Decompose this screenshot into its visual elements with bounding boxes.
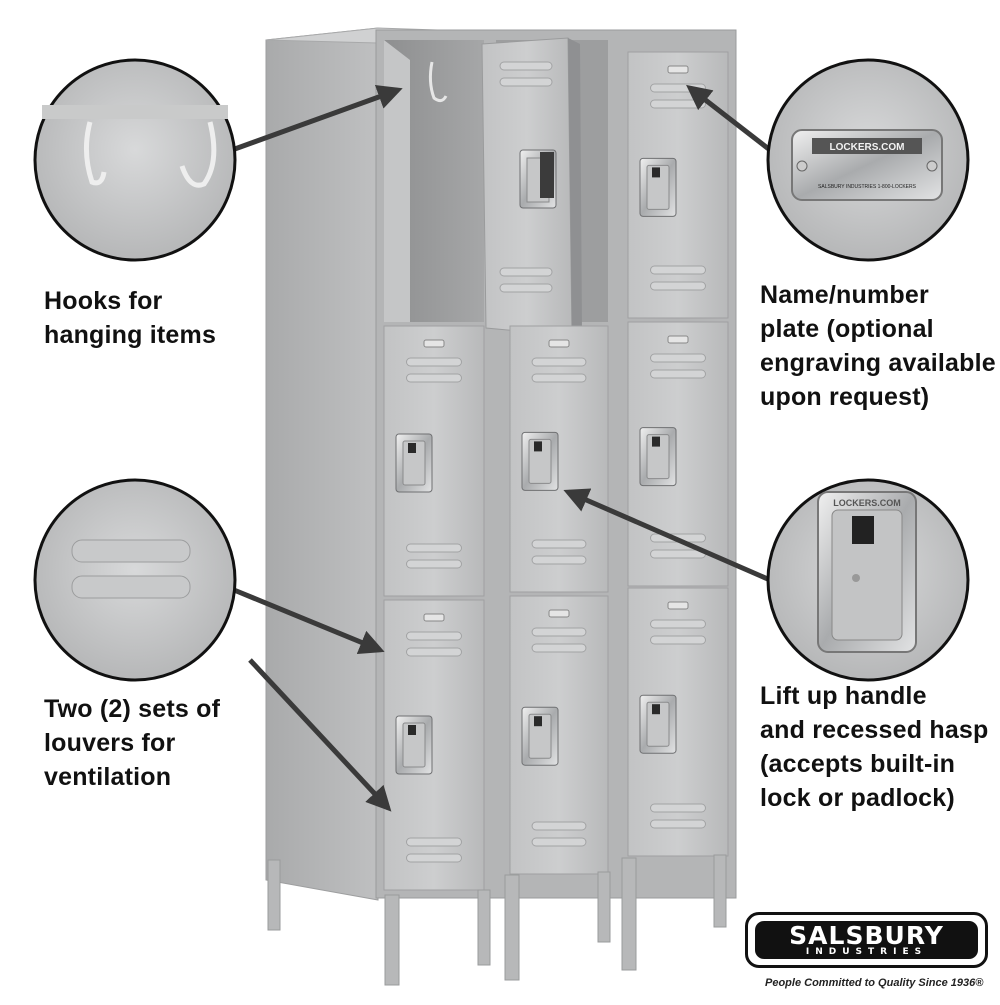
inset-handle: LOCKERS.COM xyxy=(766,478,970,682)
louver-icon xyxy=(650,549,706,559)
louver-icon xyxy=(499,283,553,293)
hasp-icon xyxy=(652,436,660,447)
callout-hooks: Hooks for hanging items xyxy=(44,287,217,349)
hasp-icon xyxy=(534,441,542,452)
name-plate-icon xyxy=(423,613,445,622)
plate-top-text: LOCKERS.COM xyxy=(830,142,905,153)
louver-icon xyxy=(406,853,462,863)
locker-legs xyxy=(267,854,727,986)
louver-icon xyxy=(499,267,553,277)
louver-icon xyxy=(499,61,553,71)
hasp-icon xyxy=(652,167,660,178)
louver-icon xyxy=(650,281,706,291)
arrow-louvers-1 xyxy=(233,587,385,654)
compartment-side-wall xyxy=(384,40,410,322)
callout-plate: Name/number plate (optional engraving av… xyxy=(760,281,996,411)
arrow-louvers-2 xyxy=(248,658,392,812)
hasp-icon xyxy=(408,443,416,453)
louver-icon xyxy=(406,373,462,383)
open-door-edge xyxy=(568,38,582,336)
latch-icon xyxy=(540,152,554,198)
brand-name: SALSBURY xyxy=(789,921,944,950)
inset-hooks xyxy=(33,58,237,262)
louver-icon xyxy=(650,819,706,829)
name-plate-icon xyxy=(423,339,445,348)
louver-icon xyxy=(650,635,706,645)
arrow-handle xyxy=(563,488,771,583)
inset-plate: LOCKERS.COM SALSBURY INDUSTRIES 1-800-LO… xyxy=(766,58,970,262)
louver-icon xyxy=(406,631,462,641)
door-details xyxy=(395,61,706,863)
brand-tagline: People Committed to Quality Since 1936® xyxy=(765,977,984,989)
louver-icon xyxy=(406,357,462,367)
callout-arrows xyxy=(231,84,772,812)
hasp-icon xyxy=(652,704,660,715)
louver-icon xyxy=(531,357,587,367)
hasp-icon xyxy=(852,516,874,544)
louver-icon xyxy=(650,265,706,275)
name-plate-icon xyxy=(667,601,689,610)
louver-icon xyxy=(406,837,462,847)
logo-inner: SALSBURY INDUSTRIES xyxy=(755,921,978,959)
name-plate-icon xyxy=(667,65,689,74)
louver-icon xyxy=(71,575,191,599)
brand-sub: INDUSTRIES xyxy=(805,947,928,957)
louver-icon xyxy=(531,837,587,847)
louver-icon xyxy=(531,821,587,831)
hasp-icon xyxy=(534,716,542,727)
louver-icon xyxy=(650,619,706,629)
callout-handle: Lift up handle and recessed hasp (accept… xyxy=(760,682,989,812)
interior-hook xyxy=(428,61,448,103)
louver-icon xyxy=(650,803,706,813)
hook-icon xyxy=(179,121,217,188)
louver-icon xyxy=(650,369,706,379)
louver-icon xyxy=(531,643,587,653)
arrow-plate xyxy=(686,84,772,152)
louver-icon xyxy=(499,77,553,87)
louver-icon xyxy=(531,539,587,549)
louver-icon xyxy=(531,373,587,383)
hasp-icon xyxy=(408,725,416,735)
louver-icon xyxy=(531,555,587,565)
name-plate-icon xyxy=(548,339,570,348)
handle-text: LOCKERS.COM xyxy=(833,498,901,508)
name-plate-icon xyxy=(548,609,570,618)
arrow-hooks xyxy=(231,85,403,153)
louver-icon xyxy=(406,543,462,553)
name-plate-icon xyxy=(667,335,689,344)
louver-icon xyxy=(650,99,706,109)
logo-frame: SALSBURY INDUSTRIES xyxy=(745,912,988,968)
callout-louvers: Two (2) sets of louvers for ventilation xyxy=(44,695,221,791)
plate-bottom-text: SALSBURY INDUSTRIES 1-800-LOCKERS xyxy=(818,184,917,190)
inset-louvers xyxy=(33,478,237,682)
louver-icon xyxy=(406,647,462,657)
hook-icon xyxy=(84,121,107,186)
louver-icon xyxy=(531,627,587,637)
louver-icon xyxy=(650,353,706,363)
louver-icon xyxy=(406,559,462,569)
louver-icon xyxy=(71,539,191,563)
